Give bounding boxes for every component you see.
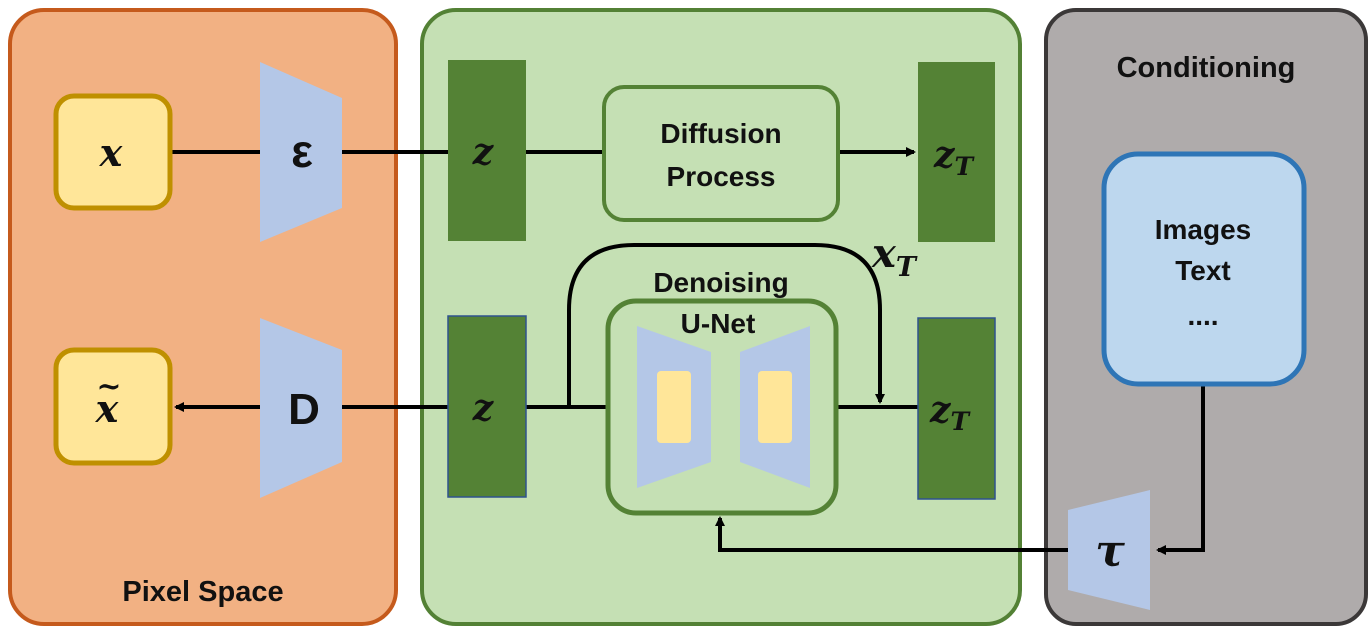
denoising-label-line1: Denoising	[653, 267, 788, 298]
latent-z-bottom	[447, 315, 527, 498]
unet-left-block	[657, 371, 691, 443]
decoder-shape	[260, 318, 342, 498]
denoising-label-line2: U-Net	[681, 308, 756, 339]
input-x-box	[53, 93, 173, 211]
tau-encoder-shape	[1068, 490, 1150, 610]
input-x-symbol: x	[99, 130, 124, 175]
arrow-tau-to-unet	[715, 516, 1068, 552]
conditioning-inputs-box	[1101, 151, 1307, 387]
latent-zT-bottom-symbol: zT	[929, 389, 971, 436]
unet-right-block	[758, 371, 792, 443]
tau-symbol: τ	[1095, 526, 1125, 577]
arrow-conditioning-to-tau	[1156, 384, 1205, 555]
conditioning-item-images: Images	[1155, 214, 1252, 245]
encoder-shape	[260, 62, 342, 242]
encoder-symbol: ε	[291, 125, 313, 177]
output-x-tilde-box	[53, 347, 173, 466]
decoder-symbol: D	[288, 385, 320, 434]
latent-zT-top-symbol: zT	[933, 134, 975, 181]
latent-z-top	[448, 60, 526, 241]
conditioning-item-ellipsis: ....	[1187, 300, 1218, 331]
skip-connection-arc	[567, 243, 885, 407]
latent-zT-bottom	[917, 317, 996, 500]
latent-z-top-symbol: z	[472, 131, 495, 173]
conditioning-title: Conditioning	[1117, 52, 1296, 84]
conditioning-item-text: Text	[1175, 255, 1231, 286]
latent-z-bottom-symbol: z	[472, 387, 495, 429]
pixel-space-title: Pixel Space	[122, 576, 283, 608]
output-tilde-accent: ~	[96, 369, 121, 404]
diffusion-process-label-line2: Process	[667, 161, 776, 192]
xT-label: xT	[871, 230, 918, 283]
diffusion-process-box	[602, 85, 840, 222]
diffusion-process-label-line1: Diffusion	[660, 118, 781, 149]
output-x-symbol: x	[95, 386, 120, 431]
latent-zT-top	[918, 62, 995, 242]
